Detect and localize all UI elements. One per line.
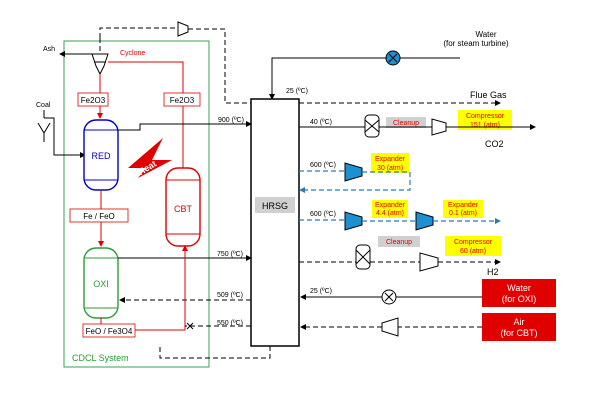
hrsg-label-bg (255, 197, 295, 213)
air-cbt-label-2: (for CBT) (501, 328, 538, 338)
expander-01-label-2: 0.1 (atm) (449, 210, 477, 217)
expander-44-label-2: 4.4 (atm) (376, 210, 404, 217)
co2-label: CO2 (485, 139, 504, 149)
compressor-151-icon (431, 118, 447, 136)
water-oxi-label-1: Water (507, 283, 531, 293)
fe2o3-right-label: Fe2O3 (170, 96, 195, 105)
compressor-151-label-2: 151 (atm) (470, 122, 500, 129)
temp-40-label: 40 (ºC) (310, 119, 332, 126)
expander-30-label-1: Expander (375, 156, 406, 163)
flue-gas-label: Flue Gas (470, 90, 507, 100)
reducer-label: RED (91, 151, 111, 161)
coal-hopper-icon (37, 122, 51, 134)
expander-30-label-2: 30 (atm) (377, 165, 403, 172)
expander-01-icon (415, 211, 434, 231)
air-cbt-label-1: Air (514, 317, 525, 327)
fe-feo-label: Fe / FeO (83, 212, 115, 221)
cyclone-label: Cyclone (120, 50, 145, 57)
temp-900-label: 900 (ºC) (218, 117, 244, 124)
compressor-60-label-1: Compressor (454, 239, 493, 246)
hrsg-label: HRSG (262, 201, 288, 211)
cdcl-system-label: CDCL System (72, 353, 129, 363)
expander-44-label-1: Expander (375, 202, 406, 209)
compressor-60-label-2: 60 (atm) (460, 248, 486, 255)
cleanup-2-label: Cleanup (386, 239, 412, 246)
air-cbt-box (482, 313, 556, 341)
temp-550-label: 550 (ºC) (217, 320, 243, 327)
expander-01-label-1: Expander (448, 202, 479, 209)
temp-600-b-label: 600 (ºC) (310, 211, 336, 218)
oxidizer-label: OXI (93, 279, 109, 289)
h2-label: H2 (487, 267, 499, 277)
cdcl-system-boundary (63, 40, 210, 368)
temp-25-mid-label: 25 (ºC) (310, 288, 332, 295)
compressor-151-label-1: Compressor (466, 113, 505, 120)
expander-44-icon (344, 211, 363, 231)
temp-750-label: 750 (ºC) (217, 251, 243, 258)
top-compressor-icon (177, 21, 189, 37)
compressor-60-icon (419, 252, 439, 272)
water-oxi-box (482, 279, 556, 307)
combustor-label: CBT (174, 204, 193, 214)
temp-600-a-label: 600 (ºC) (310, 162, 336, 169)
cyclone-icon (91, 53, 109, 76)
fe2o3-left-label: Fe2O3 (81, 96, 106, 105)
heat-arrow-icon (128, 138, 172, 178)
expander-30-icon (344, 162, 363, 182)
temp-25-top-label: 25 (ºC) (286, 88, 308, 95)
cleanup-1-label: Cleanup (393, 120, 419, 127)
water-turbine-label-2: (for steam turbine) (443, 39, 509, 48)
air-compressor-icon (381, 317, 399, 337)
feo-fe3o4-label: FeO / Fe3O4 (86, 327, 133, 336)
hrsg-unit (250, 98, 300, 347)
cbt-to-cyclone-line (108, 61, 184, 180)
water-oxi-label-2: (for OXI) (502, 294, 537, 304)
water-turbine-label-1: Water (475, 30, 496, 39)
temp-509-label: 509 (ºC) (217, 292, 243, 299)
ash-label: Ash (43, 46, 55, 53)
coal-label: Coal (36, 102, 51, 109)
